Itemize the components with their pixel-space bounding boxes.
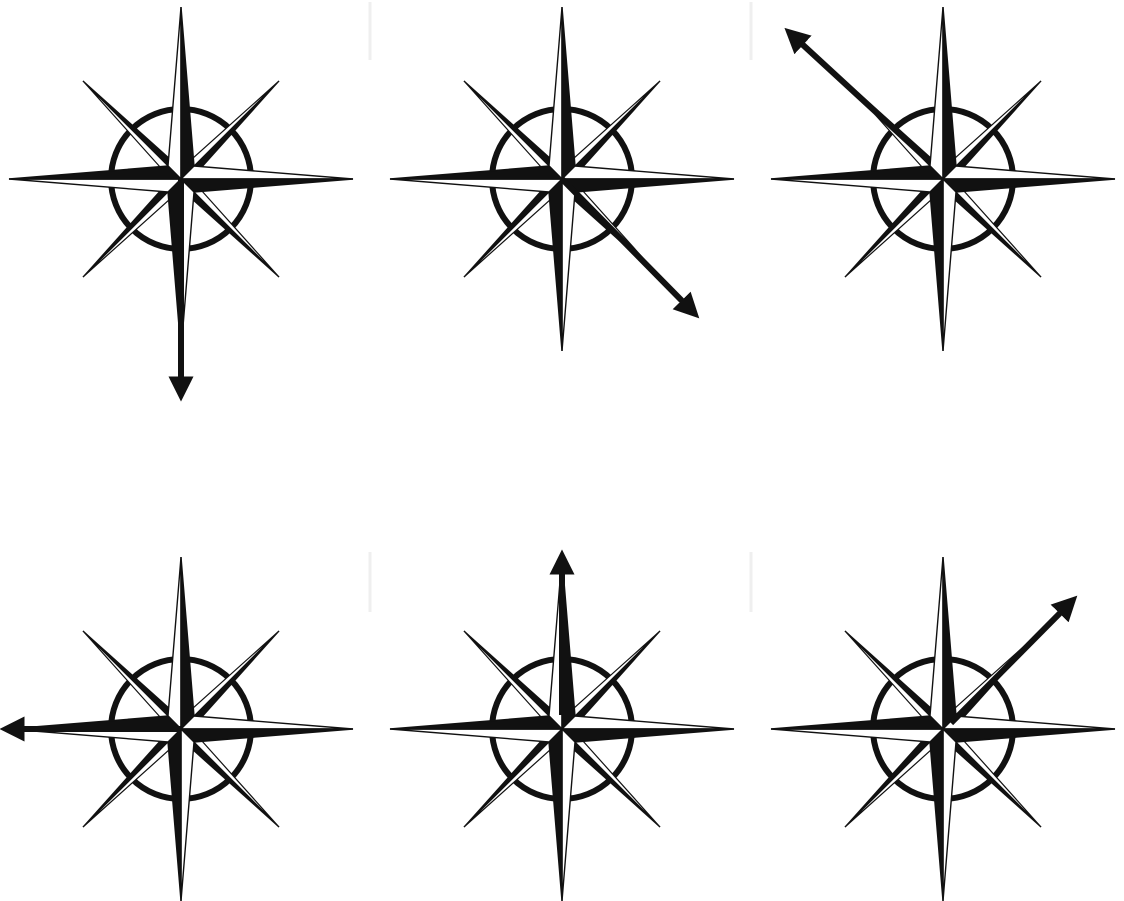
compass-rose-icon [771, 7, 1115, 351]
compass-panel-1 [9, 7, 353, 394]
compass-panel-3 [771, 7, 1115, 351]
compass-panel-6 [771, 557, 1115, 901]
compass-panel-4 [7, 557, 353, 901]
arrow-northwest-icon [790, 33, 929, 161]
compass-panel-5 [390, 557, 734, 901]
compass-panel-2 [390, 7, 734, 351]
